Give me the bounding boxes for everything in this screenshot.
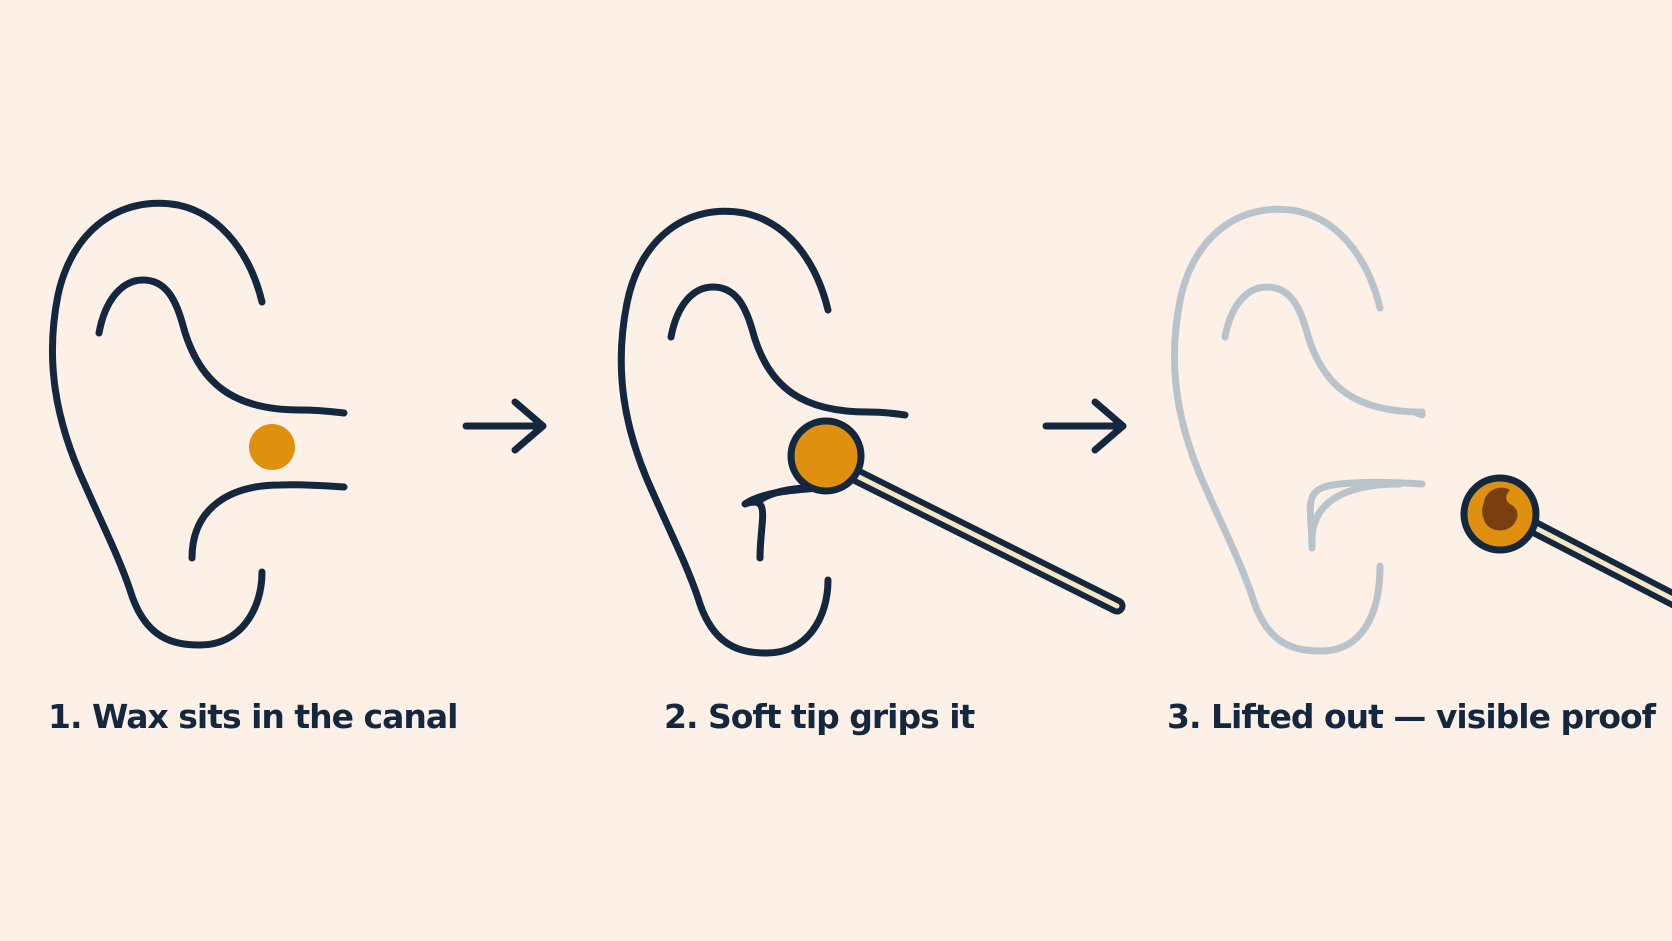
wax-blob-icon — [249, 424, 295, 470]
ear-icon — [48, 199, 348, 649]
swab-icon — [1460, 474, 1672, 609]
ear-icon — [1170, 205, 1426, 655]
arrow-right-icon — [462, 398, 547, 454]
panel-1 — [48, 199, 348, 649]
panel-2 — [617, 207, 1126, 657]
swab-icon — [787, 417, 1126, 615]
panel-3 — [1170, 205, 1672, 655]
step-2-caption: 2. Soft tip grips it — [664, 697, 975, 736]
ear-icon — [617, 207, 909, 657]
swab-tip — [787, 417, 865, 495]
arrow-right-icon — [1042, 398, 1127, 454]
step-1-caption: 1. Wax sits in the canal — [48, 697, 458, 736]
step-3-caption: 3. Lifted out — visible proof — [1167, 697, 1656, 736]
wax-blob-icon — [1482, 487, 1518, 531]
